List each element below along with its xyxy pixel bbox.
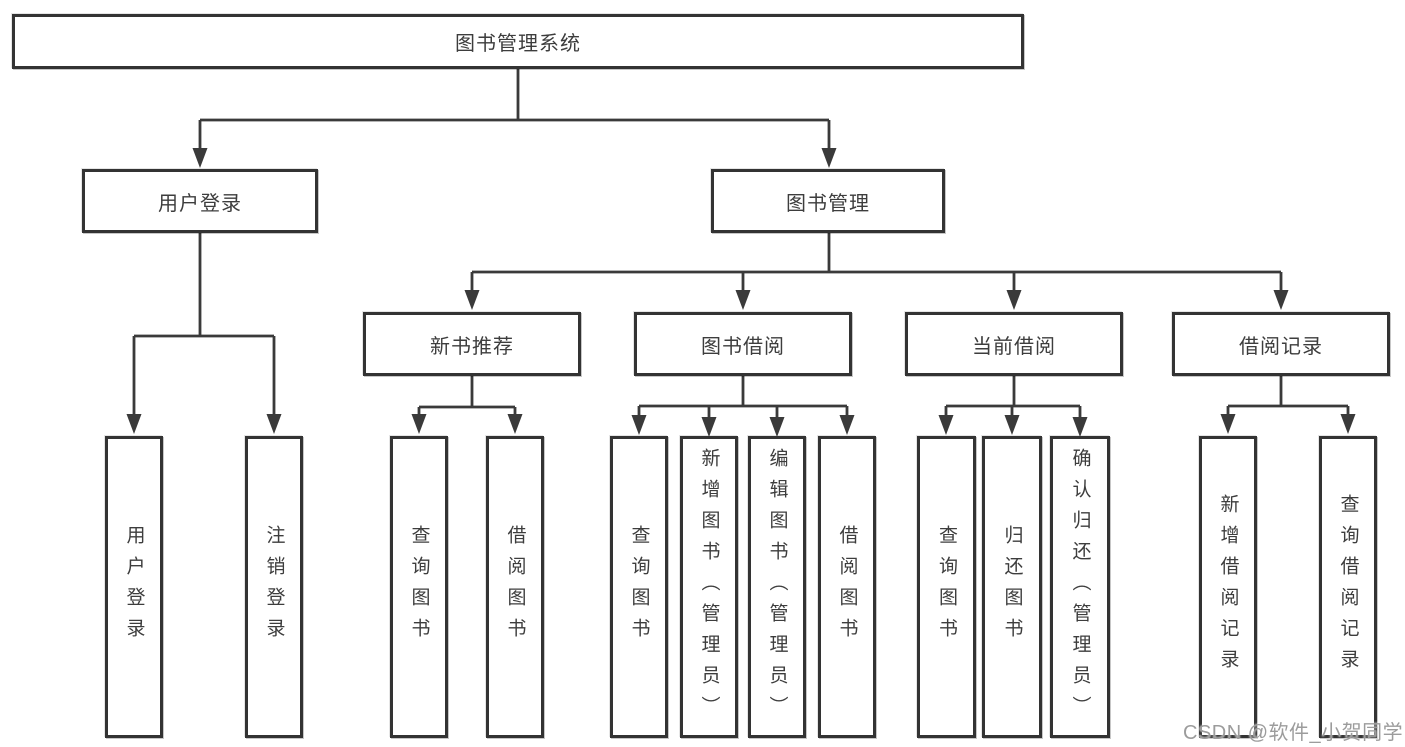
node-borrowing-records: 借阅记录 xyxy=(1172,312,1390,376)
node-label: 用户登录 xyxy=(158,192,242,215)
node-label: 借阅图书 xyxy=(504,525,526,649)
connector-book-borrow-to-leaves xyxy=(631,376,855,437)
node-label: 查询图书 xyxy=(408,525,430,649)
node-label: 图书管理 xyxy=(786,192,870,215)
node-book-management: 图书管理 xyxy=(711,169,945,233)
leaf-edit-books-admin: 编辑图书（管理员） xyxy=(748,436,806,738)
leaf-query-books-borrowing: 查询图书 xyxy=(610,436,668,738)
node-label: 新增图书（管理员） xyxy=(698,447,720,727)
node-root-library-system: 图书管理系统 xyxy=(12,14,1024,69)
leaf-logout: 注销登录 xyxy=(245,436,303,738)
node-label: 借阅图书 xyxy=(836,525,858,649)
node-label: 归还图书 xyxy=(1001,525,1023,649)
node-label: 图书管理系统 xyxy=(455,33,581,55)
node-new-book-recommend: 新书推荐 xyxy=(363,312,581,376)
leaf-add-books-admin: 新增图书（管理员） xyxy=(680,436,738,738)
connector-root-to-level2 xyxy=(192,69,837,168)
node-label: 新书推荐 xyxy=(430,335,514,358)
connector-borrow-records-to-leaves xyxy=(1220,376,1356,434)
node-label: 查询图书 xyxy=(936,525,957,649)
connector-user-login-to-leaves xyxy=(126,233,282,434)
leaf-confirm-return-admin: 确认归还（管理员） xyxy=(1050,436,1110,738)
node-label: 新增借阅记录 xyxy=(1217,494,1239,680)
leaf-query-books-current: 查询图书 xyxy=(917,436,976,738)
node-label: 当前借阅 xyxy=(972,335,1056,358)
connector-new-book-to-leaves xyxy=(411,376,523,434)
node-label: 查询借阅记录 xyxy=(1337,494,1359,680)
connector-book-mgmt-to-level3 xyxy=(464,233,1289,310)
leaf-user-login: 用户登录 xyxy=(105,436,163,738)
node-book-borrowing: 图书借阅 xyxy=(634,312,852,376)
node-label: 注销登录 xyxy=(263,525,285,649)
connector-current-borrow-to-leaves xyxy=(938,376,1088,437)
node-label: 编辑图书（管理员） xyxy=(766,447,788,727)
leaf-borrow-books-recommend: 借阅图书 xyxy=(486,436,544,738)
leaf-borrow-books: 借阅图书 xyxy=(818,436,876,738)
node-current-borrowing: 当前借阅 xyxy=(905,312,1123,376)
node-label: 查询图书 xyxy=(628,525,650,649)
node-label: 确认归还（管理员） xyxy=(1069,447,1091,727)
leaf-return-books: 归还图书 xyxy=(982,436,1042,738)
node-label: 用户登录 xyxy=(123,525,145,649)
node-user-login: 用户登录 xyxy=(82,169,318,233)
leaf-query-books-recommend: 查询图书 xyxy=(390,436,448,738)
node-label: 借阅记录 xyxy=(1239,335,1323,358)
csdn-watermark: CSDN @软件_小贺同学 xyxy=(1183,722,1404,744)
leaf-query-borrow-record: 查询借阅记录 xyxy=(1319,436,1377,738)
node-label: 图书借阅 xyxy=(701,335,785,358)
leaf-add-borrow-record: 新增借阅记录 xyxy=(1199,436,1257,738)
